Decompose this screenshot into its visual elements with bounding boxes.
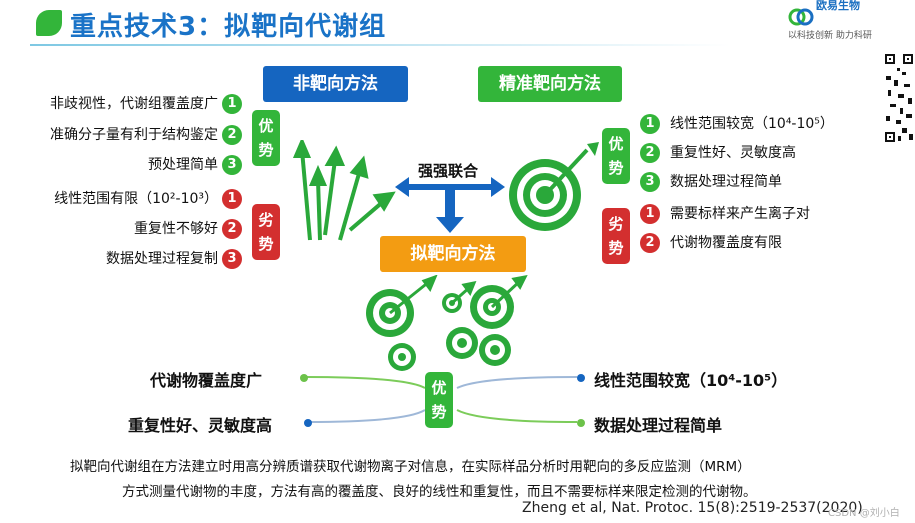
right-disadvantage-2: 代谢物覆盖度有限 <box>670 234 782 252</box>
target-bullseye-icon <box>505 140 605 235</box>
bottom-advantage-tag: 优 势 <box>425 372 453 428</box>
left-disadvantage-number-2: 2 <box>222 219 242 239</box>
left-advantage-number-3: 3 <box>222 155 242 175</box>
description-paragraph: 拟靶向代谢组在方法建立时用高分辨质谱获取代谢物离子对信息，在实际样品分析时用靶向… <box>70 455 900 505</box>
right-disadvantage-number-1: 1 <box>640 204 660 224</box>
combine-arrows-icon <box>395 175 505 235</box>
bottom-left-bottom-text: 重复性好、灵敏度高 <box>128 412 272 436</box>
left-advantage-tag: 优 势 <box>252 110 280 166</box>
right-advantage-1: 线性范围较宽（10⁴-10⁵） <box>670 115 834 133</box>
combine-label: 强强联合 <box>418 160 478 181</box>
multiple-targets-icon <box>360 275 530 375</box>
qr-code-icon <box>884 50 915 146</box>
right-disadvantage-1: 需要标样来产生离子对 <box>670 205 810 223</box>
right-advantage-number-1: 1 <box>640 114 660 134</box>
page-title: 重点技术3：拟靶向代谢组 <box>70 6 386 43</box>
right-advantage-2: 重复性好、灵敏度高 <box>670 144 796 162</box>
title-underline <box>30 44 730 46</box>
right-advantage-3: 数据处理过程简单 <box>670 173 782 191</box>
left-advantage-2: 准确分子量有利于结构鉴定 <box>0 126 218 144</box>
scattered-arrows-icon <box>290 140 400 250</box>
right-advantage-tag: 优 势 <box>602 128 630 184</box>
precise-targeted-method-box: 精准靶向方法 <box>478 66 622 102</box>
bottom-right-top-dot <box>577 374 585 382</box>
right-disadvantage-tag: 劣 势 <box>602 208 630 264</box>
description-line-1: 拟靶向代谢组在方法建立时用高分辨质谱获取代谢物离子对信息，在实际样品分析时用靶向… <box>70 455 900 480</box>
left-disadvantage-number-3: 3 <box>222 249 242 269</box>
bottom-right-bottom-dot <box>577 419 585 427</box>
left-disadvantage-tag: 劣 势 <box>252 204 280 260</box>
nontargeted-method-box: 非靶向方法 <box>263 66 408 102</box>
right-advantage-number-2: 2 <box>640 143 660 163</box>
left-advantage-number-1: 1 <box>222 94 242 114</box>
pseudo-targeted-method-box: 拟靶向方法 <box>380 236 526 272</box>
right-advantage-number-3: 3 <box>640 172 660 192</box>
left-advantage-1: 非歧视性，代谢组覆盖度广 <box>0 95 218 113</box>
right-disadvantage-number-2: 2 <box>640 233 660 253</box>
brand-logo-block: 欧易生物 以科技创新 助力科研 <box>788 0 915 44</box>
brand-name: 欧易生物 <box>816 0 860 12</box>
bottom-right-top-text: 线性范围较宽（10⁴-10⁵） <box>594 367 787 391</box>
reference-citation: Zheng et al, Nat. Protoc. 15(8):2519-253… <box>522 500 863 516</box>
bottom-right-bottom-text: 数据处理过程简单 <box>594 412 722 436</box>
left-disadvantage-3: 数据处理过程复制 <box>0 250 218 268</box>
bottom-left-bottom-dot <box>304 419 312 427</box>
left-advantage-number-2: 2 <box>222 125 242 145</box>
title-marker-icon <box>36 10 62 36</box>
left-disadvantage-2: 重复性不够好 <box>0 220 218 238</box>
bottom-left-top-dot <box>300 374 308 382</box>
left-disadvantage-number-1: 1 <box>222 189 242 209</box>
bottom-left-top-text: 代谢物覆盖度广 <box>150 367 262 391</box>
brand-tagline: 以科技创新 助力科研 <box>788 28 872 41</box>
brand-logo-icon <box>788 6 814 28</box>
left-advantage-3: 预处理简单 <box>0 156 218 174</box>
left-disadvantage-1: 线性范围有限（10²-10³） <box>0 190 218 208</box>
csdn-watermark: CSDN @刘小白 <box>828 504 900 519</box>
